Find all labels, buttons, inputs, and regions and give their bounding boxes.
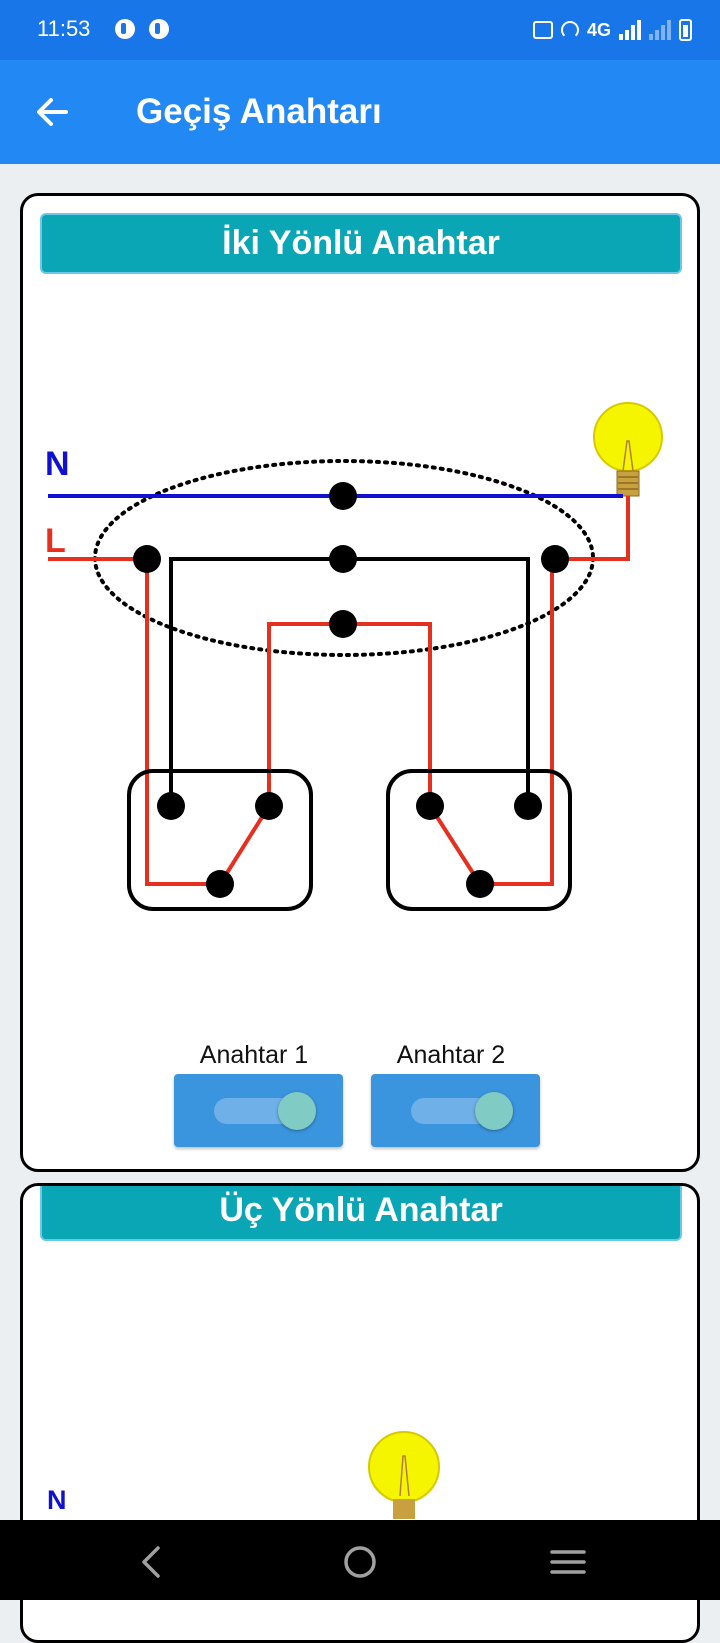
switch-1-lever <box>218 804 271 886</box>
home-nav-icon <box>344 1546 376 1578</box>
light-bulb-icon <box>368 1431 440 1519</box>
status-icons: 4G <box>532 18 692 42</box>
switch-2-lever <box>428 804 482 886</box>
line-wire <box>48 557 220 886</box>
switch-1-label: Anahtar 1 <box>199 1041 309 1069</box>
app-bar: Geçiş Anahtarı <box>0 60 720 164</box>
signal-weak-icon <box>649 20 671 40</box>
nav-recents-button[interactable] <box>546 1540 590 1584</box>
three-way-switch-diagram: N <box>47 1431 440 1519</box>
light-bulb-icon <box>593 402 663 497</box>
status-time: 11:53 <box>37 16 91 41</box>
neutral-label: N <box>45 445 70 483</box>
battery-charging-icon <box>679 19 692 41</box>
toggle-thumb[interactable] <box>475 1092 513 1130</box>
back-button[interactable] <box>30 90 74 134</box>
status-bar: 11:53 4G <box>0 0 720 60</box>
switch-2-toggle[interactable] <box>371 1074 540 1147</box>
system-nav-bar <box>0 1520 720 1600</box>
line-label: L <box>45 522 66 560</box>
card-title: Üç Yönlü Anahtar <box>40 1186 682 1241</box>
neutral-label: N <box>47 1485 67 1515</box>
back-nav-icon <box>142 1546 160 1578</box>
switch-1-toggle[interactable] <box>174 1074 343 1147</box>
terminals <box>133 482 569 898</box>
signal-icon <box>619 20 641 40</box>
nav-back-button[interactable] <box>130 1540 174 1584</box>
recents-nav-icon <box>550 1550 586 1574</box>
notification-icon <box>115 19 135 39</box>
switch-box-1 <box>127 769 313 911</box>
two-way-switch-diagram: N L <box>45 402 663 911</box>
toggle-thumb[interactable] <box>278 1092 316 1130</box>
two-way-switch-card: İki Yönlü Anahtar N L <box>20 193 700 1172</box>
switch-box-2 <box>386 769 572 911</box>
network-type: 4G <box>586 19 611 40</box>
page-title: Geçiş Anahtarı <box>136 92 382 131</box>
arrow-left-icon <box>37 98 68 126</box>
vibrate-icon <box>532 21 553 39</box>
hotspot-icon <box>560 21 579 39</box>
notification-icon <box>149 19 169 39</box>
switch-2-label: Anahtar 2 <box>396 1041 506 1069</box>
traveler-wire-1 <box>169 557 530 806</box>
card-title: İki Yönlü Anahtar <box>40 213 682 274</box>
nav-home-button[interactable] <box>338 1540 382 1584</box>
